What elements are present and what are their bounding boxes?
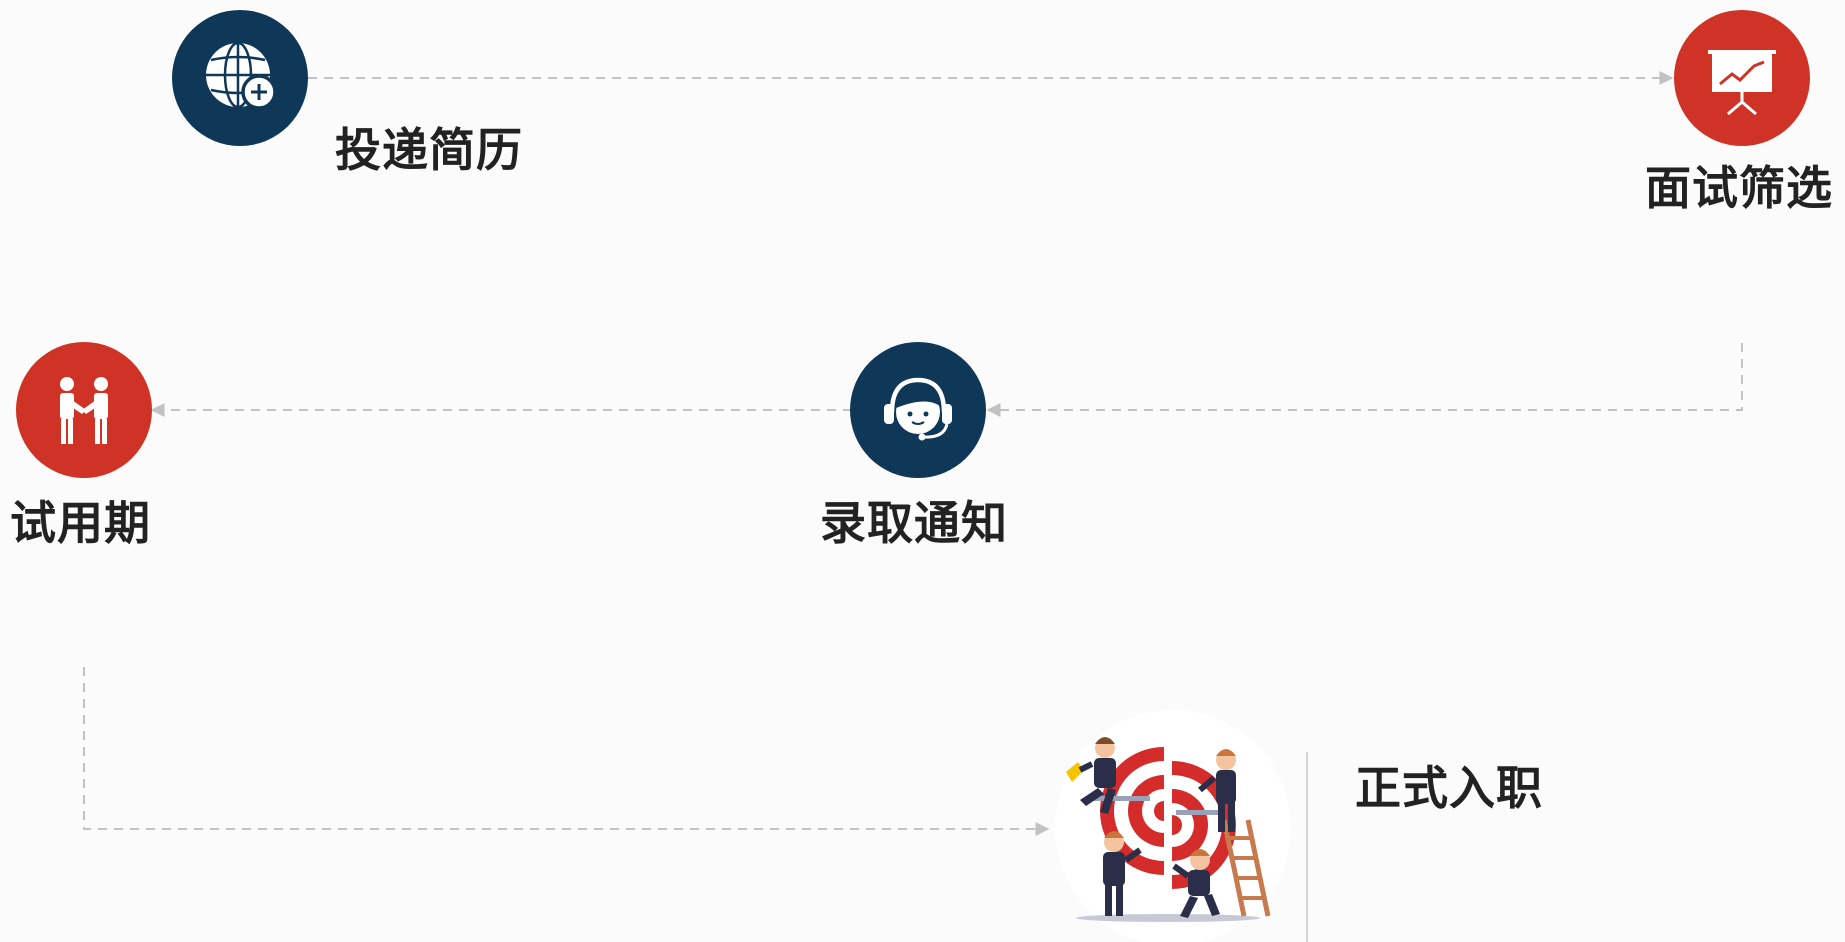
- step-4-node: [16, 342, 152, 478]
- handshake-icon: [60, 377, 108, 444]
- step-3-node: [850, 342, 986, 478]
- connectors: [83, 71, 1743, 836]
- presentation-board-icon: [1708, 50, 1776, 116]
- step-1-label: 投递简历: [335, 123, 523, 177]
- step-5-node: [1055, 710, 1291, 942]
- headset-agent-icon: [884, 377, 952, 441]
- step-3-label: 录取通知: [820, 496, 1008, 550]
- step-5-label: 正式入职: [1355, 761, 1543, 815]
- team-target-illustration: [1066, 737, 1271, 922]
- step-4-label: 试用期: [10, 496, 151, 550]
- globe-plus-icon: [206, 41, 277, 110]
- step-2-label: 面试筛选: [1645, 161, 1833, 215]
- connector-2-to-3: [986, 343, 1743, 417]
- connector-4-to-5: [83, 667, 1050, 836]
- step-1-node: [172, 10, 308, 146]
- step-2-node: [1674, 10, 1810, 146]
